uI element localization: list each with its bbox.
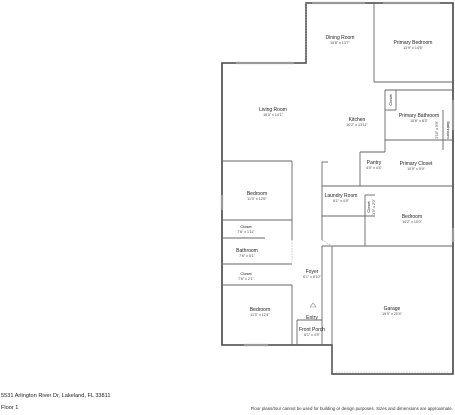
room-label: Dining Room: [326, 35, 355, 41]
exterior-walls: [221, 2, 454, 375]
room-dims: 16'3" x 14'1": [263, 113, 283, 117]
address-text: 5531 Arlington River Dr, Lakeland, FL 33…: [1, 393, 111, 399]
doors: [291, 3, 448, 373]
room-dims: 14'2" x 10'0": [402, 220, 422, 224]
room-dims: 3'0" x 2'0": [372, 198, 376, 214]
room-dims: 10'9" x 5'9": [407, 167, 425, 171]
room-label: Primary Closet: [400, 161, 433, 167]
room-label: Kitchen: [349, 117, 366, 123]
room-dims: 11'3" x 12'4": [250, 313, 270, 317]
room-label: Laundry Room: [325, 193, 358, 199]
room-dims: 10'2" x 13'11": [346, 123, 368, 127]
room-label: Primary Bedroom: [394, 40, 433, 46]
room-label: Closet: [388, 93, 393, 105]
room-label: Pantry: [367, 160, 382, 166]
room-label: Closet: [366, 200, 371, 212]
room-dims: 7'6" x 5'1": [239, 254, 255, 258]
room-dims: 10'6" x 8'3": [410, 119, 428, 123]
room-label: Bedroom: [247, 191, 267, 197]
room-dims: 6'1" x 4'9": [333, 199, 349, 203]
room-dims: 7'6" x 1'11": [237, 230, 255, 234]
room-label: Front Porch: [299, 327, 325, 333]
room-dims: 11'3" x 12'6": [247, 197, 267, 201]
room-dims: 7'6" x 2'1": [238, 277, 254, 281]
room-label: Entry: [306, 315, 318, 321]
disclaimer-text: Floor plans/tour cannot be used for buil…: [250, 406, 453, 411]
room-label: Foyer: [306, 269, 319, 275]
room-dims: 13'9" x 14'5": [403, 46, 423, 50]
windows: [220, 1, 455, 347]
room-label: Bathroom: [236, 248, 258, 254]
room-label: Bedroom: [250, 307, 270, 313]
room-label: Primary Bathroom: [399, 113, 439, 119]
room-dims: 4'0" x 4'4": [366, 166, 382, 170]
room-label: Closet: [240, 271, 252, 276]
room-label: Closet: [240, 224, 252, 229]
floor-label: Floor 1: [1, 405, 19, 411]
room-dims: 3'10" x 5'9": [435, 120, 439, 138]
room-dims: 6'1" x 8'10": [303, 275, 321, 279]
room-label: Garage: [384, 306, 401, 312]
room-label: Bedroom: [402, 214, 422, 220]
room-dims: 6'1" x 4'9": [304, 333, 320, 337]
room-label: Living Room: [259, 107, 287, 113]
interior-walls: [222, 3, 453, 374]
room-dims: 10'8" x 13'7": [330, 41, 350, 45]
room-dims: 19'0" x 20'4": [382, 312, 402, 316]
entry-arrow-icon: [309, 302, 317, 308]
room-label: Bathroom: [446, 121, 451, 139]
